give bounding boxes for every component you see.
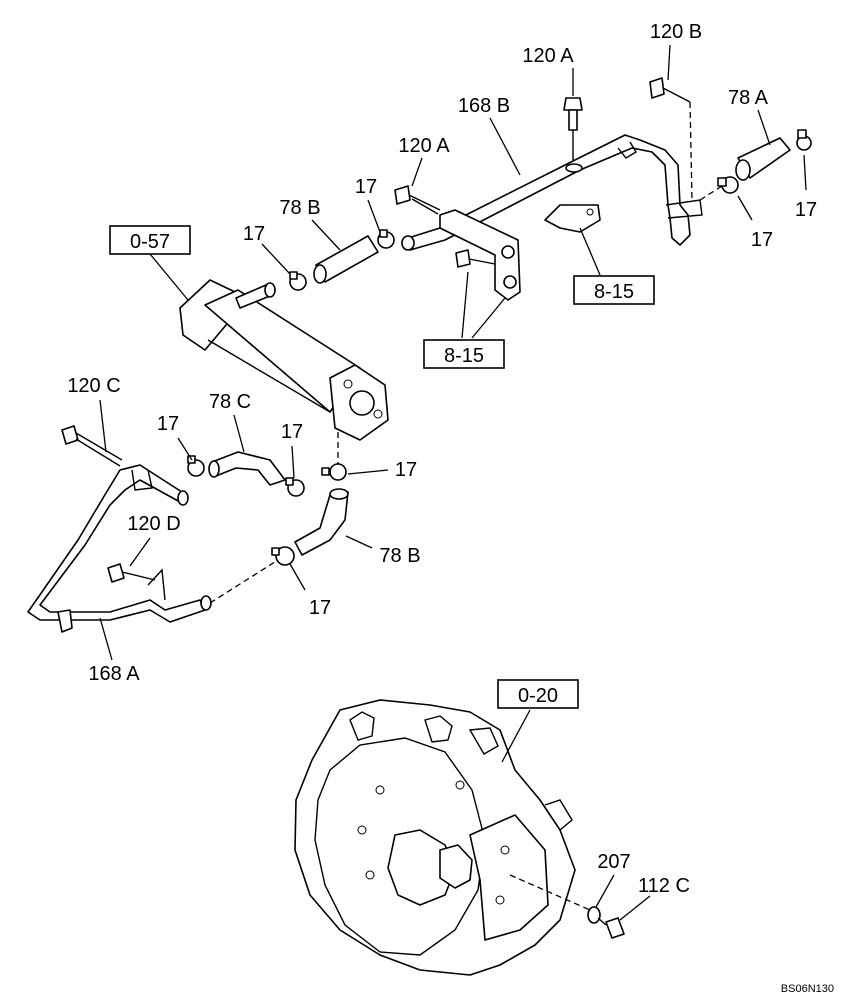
bracket-168b-center (439, 209, 521, 301)
clamp-78b-top-right (377, 229, 395, 249)
clamp-78a-left (717, 176, 739, 194)
drawing-code: BS06N130 (781, 983, 834, 995)
bracket-8-15-right (544, 204, 601, 233)
ref-label-0-57: 0-57 (130, 231, 170, 253)
label-78c: 78 C (209, 391, 251, 413)
clamp-78b-top-left (289, 271, 307, 291)
label-17-b: 17 (355, 176, 377, 198)
clamp-78b-mid-top (321, 463, 347, 481)
clamp-78a-right (796, 129, 812, 151)
label-17-c: 17 (751, 229, 773, 251)
ref-box-0-57: 0-57 (109, 225, 191, 255)
clamp-78c-right (285, 477, 305, 497)
label-17-d: 17 (243, 223, 265, 245)
label-17-a: 17 (795, 199, 817, 221)
bolt-120b (649, 77, 693, 201)
label-120a-top: 120 A (522, 45, 574, 67)
bolt-center-8-15 (455, 249, 496, 268)
bolt-120a-top (563, 97, 583, 173)
clamp-78c-left (187, 455, 205, 477)
label-207: 207 (597, 851, 630, 873)
bolt-120c (61, 425, 123, 467)
label-168b: 168 B (458, 95, 510, 117)
washer-207 (587, 906, 601, 924)
label-78b-top: 78 B (279, 197, 320, 219)
cooler-0-57 (179, 279, 389, 441)
label-78b-mid: 78 B (379, 545, 420, 567)
label-120c: 120 C (67, 375, 120, 397)
clamp-78b-mid-bottom (271, 546, 295, 566)
hose-78a (735, 137, 791, 181)
part-labels: 120 B 120 A 168 B 78 A 120 A 17 78 B 17 … (67, 21, 817, 897)
ref-label-8-15-center: 8-15 (444, 345, 484, 367)
bolt-120d (107, 563, 156, 583)
label-17-e: 17 (157, 413, 179, 435)
label-17-h: 17 (309, 597, 331, 619)
hose-78b-top (313, 235, 379, 284)
bolt-120a-left (394, 185, 441, 215)
ref-box-0-20: 0-20 (497, 679, 579, 709)
label-78a: 78 A (728, 87, 769, 109)
leader-lines (99, 44, 807, 921)
label-17-g: 17 (395, 459, 417, 481)
ref-label-0-20: 0-20 (518, 685, 558, 707)
label-120d: 120 D (127, 513, 180, 535)
flywheel-housing-0-20 (294, 699, 576, 976)
ref-box-8-15-center: 8-15 (423, 339, 505, 369)
ref-label-8-15-right: 8-15 (594, 281, 634, 303)
label-120a-left: 120 A (398, 135, 450, 157)
label-112c: 112 C (638, 875, 690, 897)
hose-78b-mid (294, 488, 349, 556)
bolt-112c (597, 917, 625, 939)
hose-78c (208, 451, 286, 486)
pipe-168a (27, 464, 212, 633)
label-168a: 168 A (88, 663, 140, 685)
ref-box-8-15-right: 8-15 (573, 275, 655, 305)
label-17-f: 17 (281, 421, 303, 443)
label-120b: 120 B (650, 21, 702, 43)
